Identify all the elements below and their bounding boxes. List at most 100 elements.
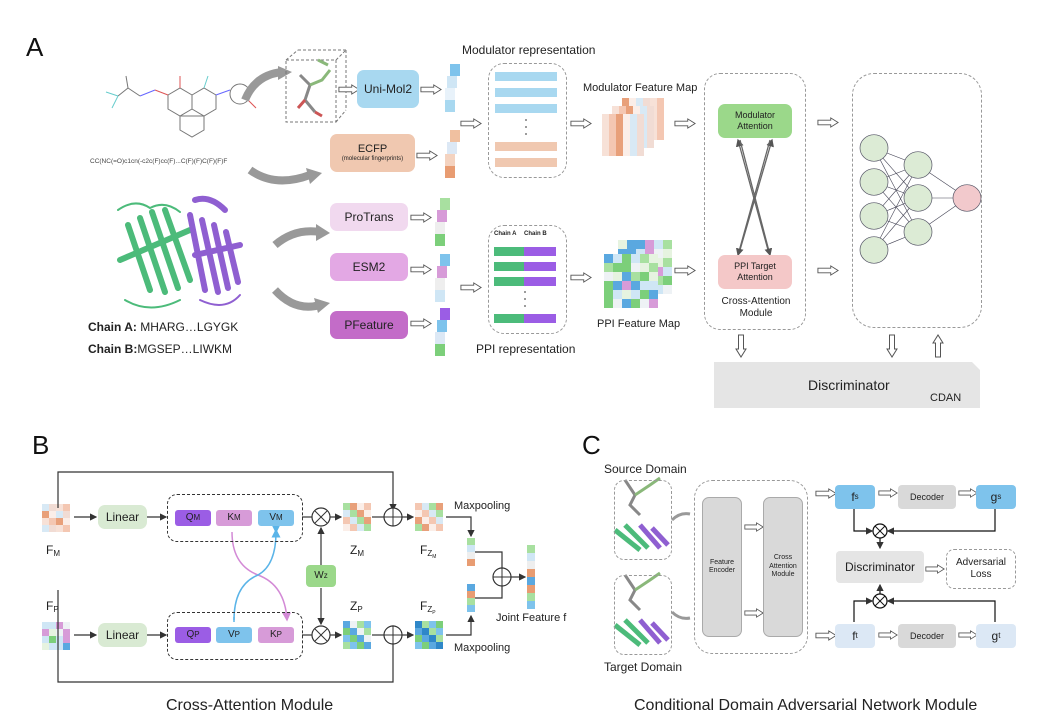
pfeature-encoder: PFeature <box>330 311 408 339</box>
km-label: K <box>227 512 234 523</box>
maxpooling-top-label: Maxpooling <box>454 500 511 512</box>
chain-b-label: Chain B: <box>88 342 138 356</box>
chain-a-seq: MHARG…LGYGK <box>136 320 239 334</box>
panel-letter-b: B <box>32 430 50 460</box>
ppi-representation-label: PPI representation <box>476 342 576 356</box>
ecfp-label: ECFP <box>357 142 388 155</box>
panel-b-caption: Cross-Attention Module <box>166 697 334 714</box>
embedding-stack-protrans <box>435 198 450 246</box>
neural-network <box>859 134 982 264</box>
panel-letter-c: C <box>582 430 601 460</box>
ppi-feature-map-label: PPI Feature Map <box>597 318 681 330</box>
nn-input-node <box>859 236 889 264</box>
zp-matrix <box>343 621 371 649</box>
qp-label: Q <box>186 629 195 640</box>
decoder-top-block: Decoder <box>898 485 956 509</box>
vm-label: V <box>269 512 276 523</box>
cdan-label: CDAN <box>930 392 962 404</box>
curved-arrow-icon <box>241 68 283 102</box>
modulator-representation-bars <box>495 72 557 167</box>
cross-attention-block-c: Cross Attention Module <box>763 497 803 637</box>
predictor-network-box <box>852 73 982 328</box>
molecule-3d-cube <box>285 49 347 123</box>
chain-a-sequence: Chain A: MHARG…LGYGK <box>88 320 238 334</box>
wz-sub: z <box>323 571 328 581</box>
vp-label: V <box>227 629 235 640</box>
embedding-stack-pfeature <box>435 308 450 356</box>
feature-map-layer <box>604 254 658 308</box>
decoder-bottom-block: Decoder <box>898 624 956 648</box>
panel-c-caption: Conditional Domain Adversarial Network M… <box>634 697 978 714</box>
embedding-stack-esm2 <box>435 254 450 302</box>
qkv-group-p <box>167 612 303 660</box>
discriminator-block-a <box>714 362 980 408</box>
pooled-vector-m <box>467 538 475 566</box>
ppi-target-attention-block: PPI Target Attention <box>718 255 792 289</box>
chain-b-seq: MGSEP…LIWKM <box>137 342 233 356</box>
cross-attention-module-label: Cross-Attention Module <box>721 296 791 319</box>
qp-sub: P <box>194 630 200 640</box>
modulator-representation-label: Modulator representation <box>462 43 596 57</box>
molecule-2d-structure <box>105 75 257 138</box>
pooled-vector-p <box>467 584 475 612</box>
adversarial-loss-block: Adversarial Loss <box>946 549 1016 589</box>
nn-hidden-node <box>903 218 933 246</box>
nn-input-node <box>859 202 889 230</box>
qm-sub: M <box>193 513 201 523</box>
fm-matrix <box>42 504 70 532</box>
maxpooling-bottom-label: Maxpooling <box>454 642 511 654</box>
zm-matrix <box>343 503 371 531</box>
km-sub: M <box>234 513 241 523</box>
ppi-representation-box <box>488 225 567 334</box>
chain-b-column-label: Chain B <box>524 231 547 237</box>
chain-a-label: Chain A: <box>88 320 137 334</box>
source-domain-image <box>613 476 670 552</box>
discriminator-block-c: Discriminator <box>836 551 924 583</box>
add-icon <box>383 507 403 527</box>
zp-label: ZP <box>350 599 363 614</box>
modulator-representation-box <box>488 63 567 178</box>
protrans-encoder: ProTrans <box>330 203 408 231</box>
target-domain-label: Target Domain <box>604 660 683 674</box>
multiply-icon <box>311 625 331 645</box>
modulator-feature-map-label: Modulator Feature Map <box>583 82 698 94</box>
curved-arrow-icon <box>272 287 322 311</box>
source-domain-box <box>614 480 672 560</box>
ecfp-sublabel: (molecular fingerprints) <box>341 156 404 162</box>
nn-input-node <box>859 134 889 162</box>
target-domain-box <box>614 575 672 655</box>
ecfp-encoder: ECFP (molecular fingerprints) <box>330 134 415 172</box>
unimol2-encoder: Uni-Mol2 <box>357 70 419 108</box>
qm-label: Q <box>185 512 194 523</box>
fzm-matrix <box>415 503 443 531</box>
nn-edge <box>873 164 919 251</box>
linear-layer-top: Linear <box>98 505 147 529</box>
protein-structure <box>117 195 243 309</box>
joint-feature-vector <box>527 545 535 609</box>
zm-label: ZM <box>350 543 365 558</box>
nn-hidden-node <box>903 151 933 179</box>
fzp-matrix <box>415 621 443 649</box>
vp-sub: P <box>234 630 240 640</box>
vm-sub: M <box>276 513 283 523</box>
encoder-module-box <box>694 480 808 654</box>
source-domain-label: Source Domain <box>604 462 687 476</box>
feature-map-layer <box>602 114 644 156</box>
smiles-string: CC(NC(=O)c1cn(-c2c(F)cc(F)...C(F)(F)C(F)… <box>90 158 228 165</box>
kp-label: K <box>269 629 277 640</box>
chain-a-column-label: Chain A <box>494 231 517 237</box>
embedding-stack-unimol <box>445 64 460 112</box>
panel-letter-a: A <box>26 32 44 62</box>
embedding-stack-ecfp <box>445 130 460 178</box>
qkv-group-m <box>167 494 303 542</box>
fm-label: FM <box>46 543 61 558</box>
